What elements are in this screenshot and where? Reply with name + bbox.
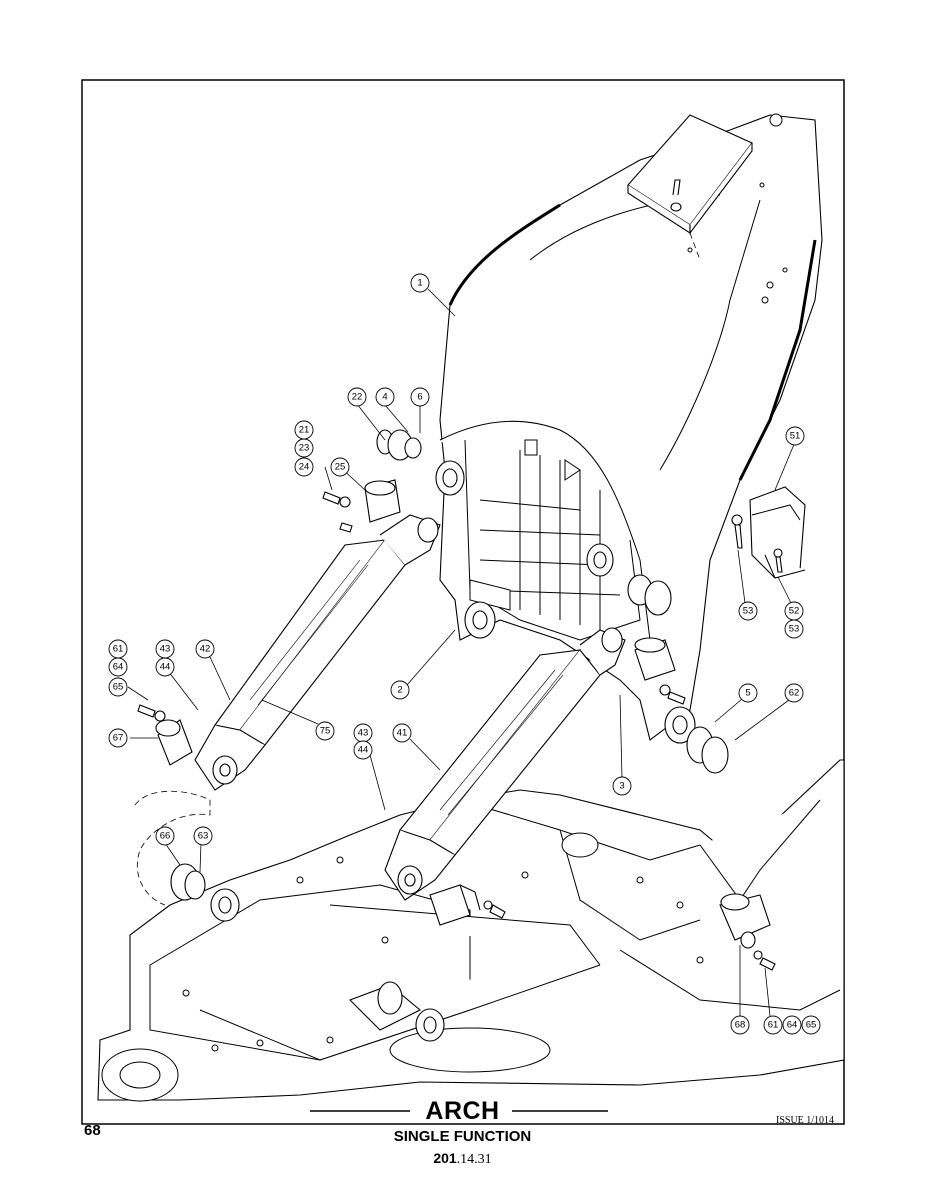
pin-25 (322, 479, 401, 533)
svg-text:53: 53 (743, 606, 754, 617)
callout-65b: 65 (801, 1015, 821, 1035)
callout-21: 21 (294, 420, 314, 440)
callout-63: 63 (193, 826, 213, 846)
callout-44b: 44 (353, 740, 373, 760)
svg-text:44: 44 (358, 745, 369, 756)
svg-text:23: 23 (299, 443, 310, 454)
callout-67: 67 (108, 728, 128, 748)
center-pivot-pin (429, 884, 506, 926)
svg-text:24: 24 (299, 462, 310, 473)
callout-61b: 61 (763, 1015, 783, 1035)
callout-66: 66 (155, 826, 175, 846)
cylinder-right (384, 627, 626, 901)
callout-1: 1 (410, 273, 430, 293)
callout-44a: 44 (155, 657, 175, 677)
callout-22: 22 (347, 387, 367, 407)
callout-6: 6 (410, 387, 430, 407)
svg-text:63: 63 (198, 831, 209, 842)
callout-75: 75 (315, 721, 335, 741)
diagram-subtitle: SINGLE FUNCTION (393, 1128, 532, 1145)
page-number: 68 (84, 1122, 101, 1139)
svg-text:25: 25 (335, 462, 346, 473)
svg-text:5: 5 (745, 688, 750, 699)
diagram-border (81, 79, 845, 1125)
callout-43a: 43 (155, 639, 175, 659)
svg-text:41: 41 (397, 728, 408, 739)
svg-text:43: 43 (160, 644, 171, 655)
section-code-prefix: 201 (433, 1150, 457, 1166)
svg-text:22: 22 (352, 392, 363, 403)
svg-text:52: 52 (789, 606, 800, 617)
top-plate (627, 114, 753, 261)
section-code: 201.14.31 (380, 1150, 545, 1168)
callout-61a: 61 (108, 639, 128, 659)
svg-text:75: 75 (320, 726, 331, 737)
arch-body (439, 113, 823, 741)
bracket-51 (731, 486, 806, 579)
svg-text:42: 42 (200, 644, 211, 655)
svg-text:6: 6 (417, 392, 422, 403)
svg-text:3: 3 (619, 781, 624, 792)
callout-42: 42 (195, 639, 215, 659)
svg-text:53: 53 (789, 624, 800, 635)
svg-text:65: 65 (113, 682, 124, 693)
svg-text:61: 61 (113, 644, 124, 655)
lower-center-bushings (349, 981, 445, 1042)
svg-text:64: 64 (787, 1020, 798, 1031)
diagram-title: ARCH (425, 1097, 500, 1125)
svg-text:65: 65 (806, 1020, 817, 1031)
pin-right-upper (634, 637, 686, 705)
callout-5: 5 (738, 683, 758, 703)
callout-4: 4 (375, 387, 395, 407)
lower-right-bushings (464, 601, 729, 774)
svg-text:62: 62 (789, 688, 800, 699)
svg-text:66: 66 (160, 831, 171, 842)
svg-text:61: 61 (768, 1020, 779, 1031)
callout-68: 68 (730, 1015, 750, 1035)
callout-23: 23 (294, 438, 314, 458)
callout-43b: 43 (353, 723, 373, 743)
callout-3: 3 (612, 776, 632, 796)
callout-64b: 64 (782, 1015, 802, 1035)
svg-text:43: 43 (358, 728, 369, 739)
callout-52: 52 (784, 601, 804, 621)
svg-text:2: 2 (397, 685, 402, 696)
svg-text:4: 4 (382, 392, 387, 403)
callout-24: 24 (294, 457, 314, 477)
svg-text:44: 44 (160, 662, 171, 673)
callout-64a: 64 (108, 657, 128, 677)
svg-text:51: 51 (790, 431, 801, 442)
svg-text:68: 68 (735, 1020, 746, 1031)
pin-67 (137, 704, 193, 766)
svg-text:1: 1 (417, 278, 422, 289)
right-pivot-pin (719, 893, 776, 971)
svg-text:67: 67 (113, 733, 124, 744)
callout-65a: 65 (108, 677, 128, 697)
callout-25: 25 (330, 457, 350, 477)
callout-2: 2 (390, 680, 410, 700)
svg-text:64: 64 (113, 662, 124, 673)
callout-53b: 53 (784, 619, 804, 639)
upper-right-bushings (586, 543, 672, 616)
svg-text:21: 21 (299, 425, 310, 436)
callout-41: 41 (392, 723, 412, 743)
callout-62: 62 (784, 683, 804, 703)
callout-53a: 53 (738, 601, 758, 621)
cylinder-left (194, 514, 441, 791)
callout-51: 51 (785, 426, 805, 446)
upper-left-bushings (376, 429, 465, 496)
issue-label: ISSUE 1/1014 (776, 1115, 835, 1126)
section-code-suffix: .14.31 (456, 1152, 492, 1167)
lower-left-bushings (170, 863, 240, 922)
